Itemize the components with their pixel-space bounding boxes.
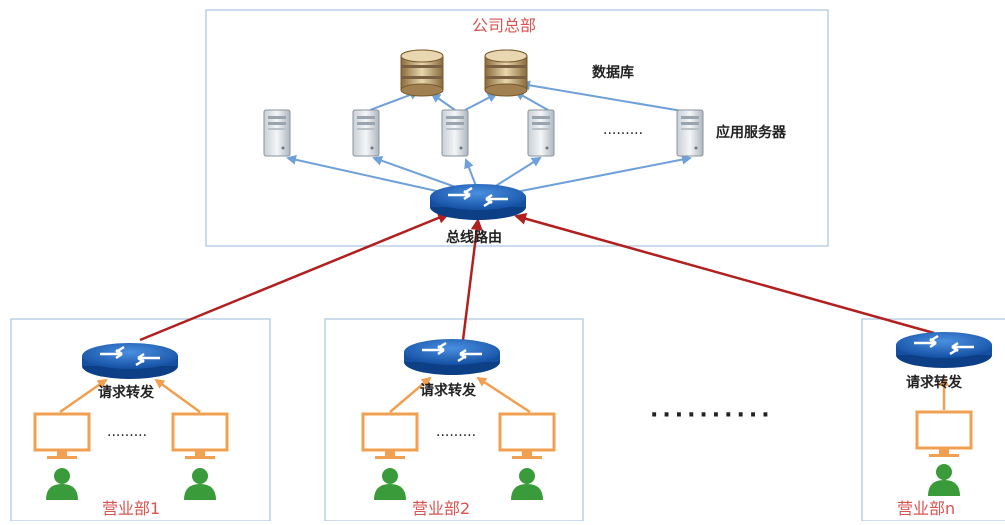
server-icon [352,109,380,157]
server-ellipsis: ......... [603,122,644,138]
arrow-router-server-3 [464,158,477,187]
arrow-router-server-4 [493,156,542,188]
arrow-b2-left [389,376,432,413]
arrow-router-server-5 [515,154,692,193]
arrow-server3-db1 [430,92,456,111]
person-icon [46,468,78,500]
hq-title: 公司总部 [472,16,537,35]
arrow-branch1-hq [139,212,450,342]
server-icon [527,109,555,157]
branch1-ellipsis: ......... [107,424,148,440]
arrow-router-server-2 [372,155,465,191]
monitor-icon [33,412,91,461]
headquarters-box [205,9,829,247]
server-to-db-arrows [369,80,689,113]
arrow-router-server-1 [286,154,451,195]
arrow-branchn-hq [514,212,935,335]
arrow-branch2-hq [461,218,483,341]
server-icon [676,109,704,157]
database-icon [400,49,444,97]
database-label: 数据库 [592,65,634,81]
branch2-name: 营业部2 [412,499,471,518]
branchn-router-label: 请求转发 [906,375,962,391]
monitor-icon [915,410,973,459]
branch1-name: 营业部1 [102,499,161,518]
monitor-icon [171,412,229,461]
arrow-b2-right [476,376,531,414]
database-icon [484,49,528,97]
monitor-icon [361,412,419,461]
hq-router-label: 总线路由 [446,230,502,246]
server-icon [263,109,291,157]
router-icon [894,330,994,370]
terminal-to-router-arrows [59,376,949,414]
between-branches-ellipsis: ·········· [650,403,774,428]
branch2-router-label: 请求转发 [420,383,476,399]
server-icon [441,109,469,157]
arrow-server4-db2 [514,91,549,111]
person-icon [928,464,960,496]
arrow-server5-db2 [520,80,689,113]
router-icon [402,337,502,377]
router-to-server-arrows [286,154,692,195]
monitor-icon [498,412,556,461]
person-icon [374,468,406,500]
arrow-server3-db2 [464,93,498,111]
router-icon [80,341,180,381]
router-icon [428,182,528,222]
arrow-b1-left [59,378,108,414]
arrow-b1-right [154,378,201,414]
branch1-router-label: 请求转发 [98,385,154,401]
branch-to-hq-arrows [139,212,935,342]
person-icon [511,468,543,500]
server-label: 应用服务器 [716,125,786,141]
branchn-name: 营业部n [897,499,956,518]
person-icon [184,468,216,500]
branch2-ellipsis: ......... [436,424,477,440]
